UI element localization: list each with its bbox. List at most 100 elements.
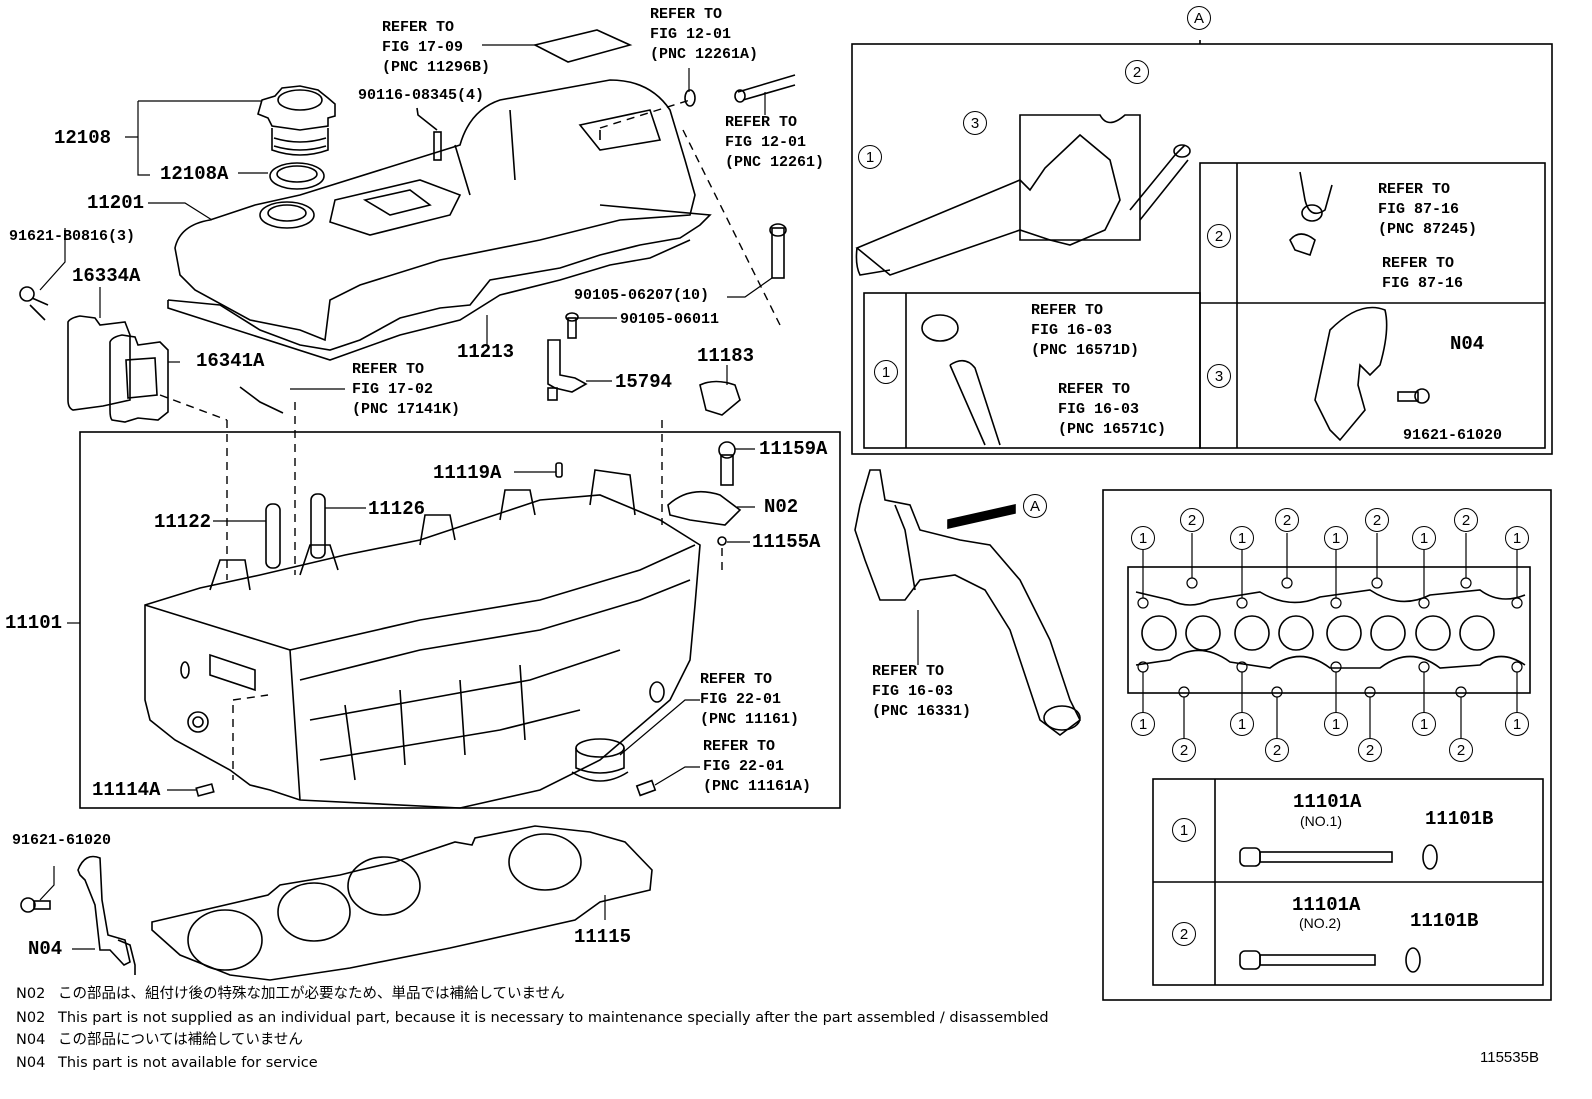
detail-a-row2-3-box xyxy=(1199,162,1546,449)
refer-line: FIG 17-09 xyxy=(382,39,464,56)
refer-line: (PNC 16331) xyxy=(872,703,972,720)
pcv-hose-drawing xyxy=(737,74,796,101)
callout-12108A[interactable]: 12108A xyxy=(160,163,229,185)
callout-16341A[interactable]: 16341A xyxy=(196,350,265,372)
callout-11122[interactable]: 11122 xyxy=(154,511,212,533)
detail-a-row1-num: 1 xyxy=(874,360,898,384)
refer-line: FIG 22-01 xyxy=(700,691,782,708)
refer-line: (PNC 87245) xyxy=(1378,221,1478,238)
detail-a-marker-top[interactable]: A xyxy=(1187,6,1211,30)
callout-11126[interactable]: 11126 xyxy=(368,498,426,520)
callout-11201[interactable]: 11201 xyxy=(87,192,145,214)
legend-row2-bolt[interactable]: 11101A xyxy=(1292,894,1361,916)
bolt-pattern-box xyxy=(1102,489,1552,1001)
bolt-callout-bottom[interactable]: 1 xyxy=(1230,712,1254,736)
refer-line: (PNC 16571C) xyxy=(1058,421,1167,438)
stud-bolt-drawing xyxy=(416,107,787,279)
figure-id: 115535B xyxy=(1480,1049,1539,1066)
refer-fig-87-16-87245[interactable]: REFER TO FIG 87-16 (PNC 87245) xyxy=(1378,180,1477,240)
callout-16334A[interactable]: 16334A xyxy=(72,265,141,287)
legend-row1-washer[interactable]: 11101B xyxy=(1425,808,1494,830)
detail-a-callout-3[interactable]: 3 xyxy=(963,111,987,135)
detail-a-callout-2[interactable]: 2 xyxy=(1125,60,1149,84)
legend-row2-washer[interactable]: 11101B xyxy=(1410,910,1479,932)
sensor-drawing xyxy=(547,312,588,401)
head-gasket-drawing xyxy=(151,825,653,981)
insulator-pad-drawing xyxy=(532,29,633,63)
refer-line: REFER TO xyxy=(1058,381,1131,398)
exhaust-gaskets-drawing xyxy=(19,286,284,423)
refer-line: REFER TO xyxy=(872,663,945,680)
refer-line: (PNC 11161) xyxy=(700,711,800,728)
refer-line: (PNC 12261) xyxy=(725,154,825,171)
head-cover-gasket-drawing xyxy=(167,204,712,361)
refer-fig-16-03-16571C[interactable]: REFER TO FIG 16-03 (PNC 16571C) xyxy=(1058,380,1166,440)
refer-line: REFER TO xyxy=(352,361,425,378)
bolt-callout-bottom[interactable]: 1 xyxy=(1505,712,1529,736)
bolt-callout-bottom[interactable]: 1 xyxy=(1131,712,1155,736)
callout-N04[interactable]: N04 xyxy=(28,938,63,960)
bolt-callout-top[interactable]: 1 xyxy=(1230,526,1254,550)
detail-a-row2-num: 2 xyxy=(1207,224,1231,248)
note-code: N04 xyxy=(16,1055,46,1071)
bolt-callout-bottom[interactable]: 2 xyxy=(1172,738,1196,762)
detail-a-marker-arrow[interactable]: A xyxy=(1023,494,1047,518)
callout-12108[interactable]: 12108 xyxy=(54,127,112,149)
callout-90116-08345[interactable]: 90116-08345(4) xyxy=(358,87,485,104)
water-outlet-detail-drawing xyxy=(855,114,1191,276)
callout-11115[interactable]: 11115 xyxy=(574,926,632,948)
bolt-callout-top[interactable]: 1 xyxy=(1131,526,1155,550)
bolt-callout-bottom[interactable]: 2 xyxy=(1449,738,1473,762)
callout-11119A[interactable]: 11119A xyxy=(433,462,502,484)
refer-line: FIG 87-16 xyxy=(1378,201,1460,218)
refer-line: FIG 16-03 xyxy=(1058,401,1140,418)
callout-90105-06011[interactable]: 90105-06011 xyxy=(620,311,720,328)
callout-11101[interactable]: 11101 xyxy=(5,612,63,634)
bolt-callout-top[interactable]: 2 xyxy=(1365,508,1389,532)
cylinder-head-drawing xyxy=(144,469,701,809)
detail-a-callout-N04[interactable]: N04 xyxy=(1450,333,1485,355)
detail-a-callout-91621-61020[interactable]: 91621-61020 xyxy=(1403,427,1503,444)
bolt-callout-top[interactable]: 1 xyxy=(1324,526,1348,550)
bolt-callout-bottom[interactable]: 1 xyxy=(1412,712,1436,736)
callout-15794[interactable]: 15794 xyxy=(615,371,673,393)
callout-91621-B0816[interactable]: 91621-B0816(3) xyxy=(9,228,136,245)
bolt-callout-bottom[interactable]: 2 xyxy=(1265,738,1289,762)
bolt-callout-top[interactable]: 2 xyxy=(1180,508,1204,532)
plug-drawing xyxy=(195,738,657,797)
callout-11159A[interactable]: 11159A xyxy=(759,438,828,460)
callout-90105-06207[interactable]: 90105-06207(10) xyxy=(574,287,710,304)
detail-a-box xyxy=(851,43,1553,455)
bolt-callout-bottom[interactable]: 1 xyxy=(1324,712,1348,736)
callout-91621-61020[interactable]: 91621-61020 xyxy=(12,832,112,849)
hose-clamp-detail-drawing xyxy=(921,171,1333,446)
bolt-callout-top[interactable]: 2 xyxy=(1454,508,1478,532)
refer-line: (PNC 11296B) xyxy=(382,59,491,76)
refer-line: (PNC 12261A) xyxy=(650,46,759,63)
callout-11183[interactable]: 11183 xyxy=(697,345,755,367)
refer-line: REFER TO xyxy=(650,6,723,23)
callout-11114A[interactable]: 11114A xyxy=(92,779,161,801)
bolt-callout-bottom[interactable]: 2 xyxy=(1358,738,1382,762)
callout-11155A[interactable]: 11155A xyxy=(752,531,821,553)
note-text: This part is not supplied as an individu… xyxy=(58,1010,1049,1026)
legend-row1-bolt[interactable]: 11101A xyxy=(1293,791,1362,813)
refer-line: REFER TO xyxy=(1378,181,1451,198)
callout-N02[interactable]: N02 xyxy=(764,496,799,518)
callout-11213[interactable]: 11213 xyxy=(457,341,515,363)
bolt-callout-top[interactable]: 1 xyxy=(1505,526,1529,550)
note-text: This part is not available for service xyxy=(58,1055,318,1071)
bolt-callout-top[interactable]: 1 xyxy=(1412,526,1436,550)
detail-a-callout-1[interactable]: 1 xyxy=(858,145,882,169)
bolt-callout-top[interactable]: 2 xyxy=(1275,508,1299,532)
